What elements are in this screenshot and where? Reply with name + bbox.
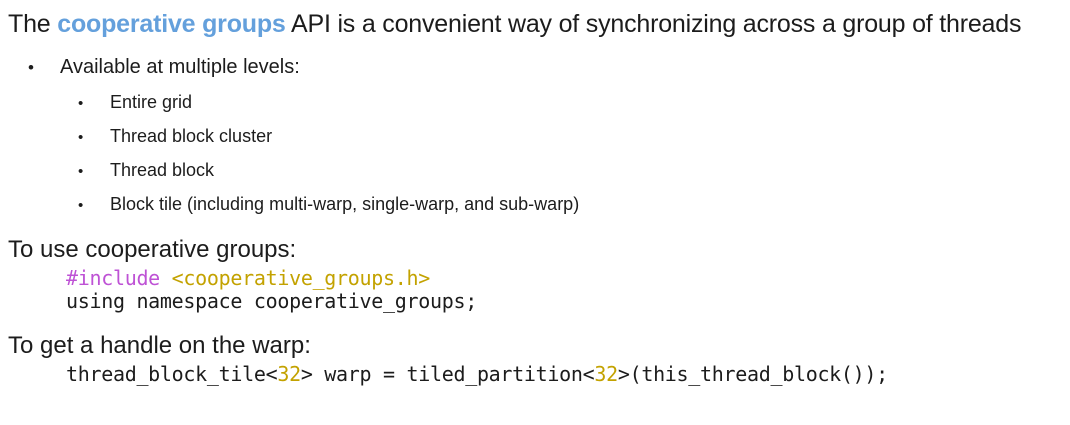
code-line-tiled-partition: thread_block_tile<32> warp = tiled_parti… — [66, 363, 1060, 386]
list-item-thread-block-cluster: • Thread block cluster — [8, 126, 1060, 148]
bullet-icon: • — [78, 95, 84, 112]
list-item-label: Thread block — [110, 160, 215, 180]
list-item-entire-grid: • Entire grid — [8, 92, 1060, 114]
code-include-directive: #include — [66, 266, 160, 290]
code-warp-part1: thread_block_tile< — [66, 362, 278, 386]
code-include-header: <cooperative_groups.h> — [159, 266, 431, 290]
section-heading-use: To use cooperative groups: — [8, 236, 297, 263]
code-warp-literal-32-b: 32 — [594, 362, 618, 386]
list-item-label: Entire grid — [110, 92, 193, 112]
list-item-thread-block: • Thread block — [8, 160, 1060, 182]
code-line-using-namespace: using namespace cooperative_groups; — [66, 289, 477, 313]
code-warp-part3: >(this_thread_block()); — [617, 362, 888, 386]
bullet-icon: • — [28, 58, 34, 77]
code-block-warp: thread_block_tile<32> warp = tiled_parti… — [8, 363, 1060, 386]
bullet-available-levels-label: Available at multiple levels: — [60, 56, 300, 78]
bullet-icon: • — [78, 163, 84, 180]
code-block-include: #include <cooperative_groups.h> using na… — [8, 267, 1060, 313]
code-warp-part2: > warp = tiled_partition< — [300, 362, 595, 386]
title-text-post: API is a convenient way of synchronizing… — [285, 10, 1022, 38]
list-item-block-tile: • Block tile (including multi-warp, sing… — [8, 194, 1060, 216]
title-text-pre: The — [8, 10, 58, 38]
code-warp-literal-32-a: 32 — [277, 362, 301, 386]
bullet-available-levels: • Available at multiple levels: — [8, 55, 1060, 80]
bullet-icon: • — [78, 129, 84, 146]
list-item-label: Thread block cluster — [110, 126, 273, 146]
section-heading-warp: To get a handle on the warp: — [8, 332, 311, 359]
code-line-include: #include <cooperative_groups.h> — [66, 267, 1060, 290]
list-item-label: Block tile (including multi-warp, single… — [110, 194, 580, 214]
levels-list: • Entire grid • Thread block cluster • T… — [8, 92, 1060, 216]
bullet-icon: • — [78, 197, 84, 214]
page-title: The cooperative groups API is a convenie… — [8, 7, 1060, 41]
title-highlight-cooperative-groups: cooperative groups — [57, 10, 286, 38]
